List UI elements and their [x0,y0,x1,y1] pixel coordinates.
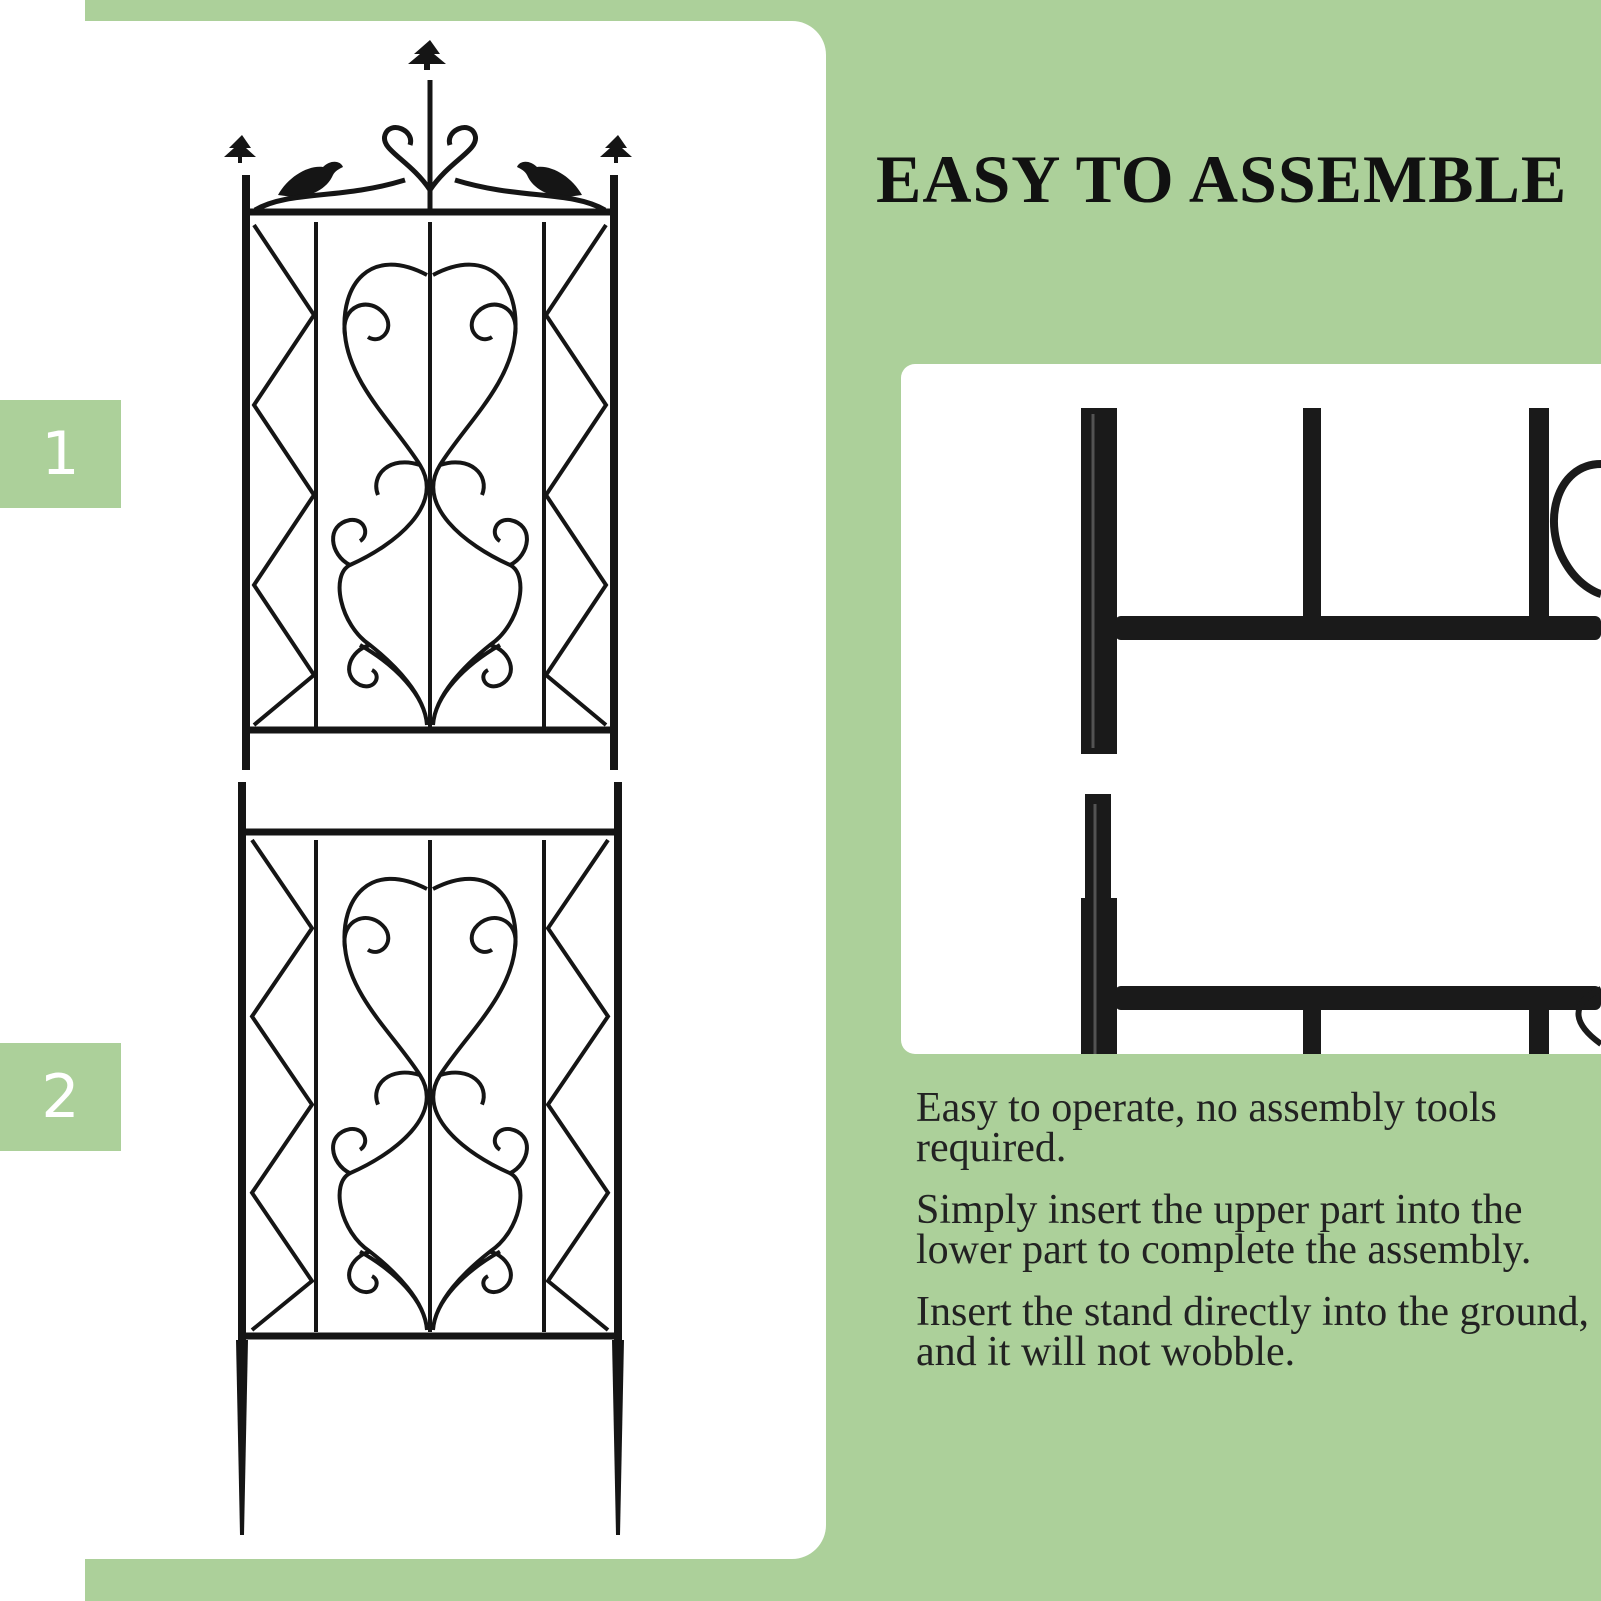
joint-closeup-image [1081,408,1601,1054]
description-line-3: Insert the stand directly into the groun… [916,1289,1590,1375]
trellis-card [0,21,826,1559]
description: Easy to operate, no assembly tools requi… [916,1085,1596,1394]
joint-closeup-card [901,364,1601,1054]
headline: EASY TO ASSEMBLE [876,141,1568,217]
garden-trellis-image [224,40,632,1535]
description-line-2: Simply insert the upper part into the lo… [916,1187,1532,1273]
description-line-1: Easy to operate, no assembly tools requi… [916,1085,1497,1171]
step-badge-1: 1 [0,400,121,508]
step-badge-2: 2 [0,1043,121,1151]
